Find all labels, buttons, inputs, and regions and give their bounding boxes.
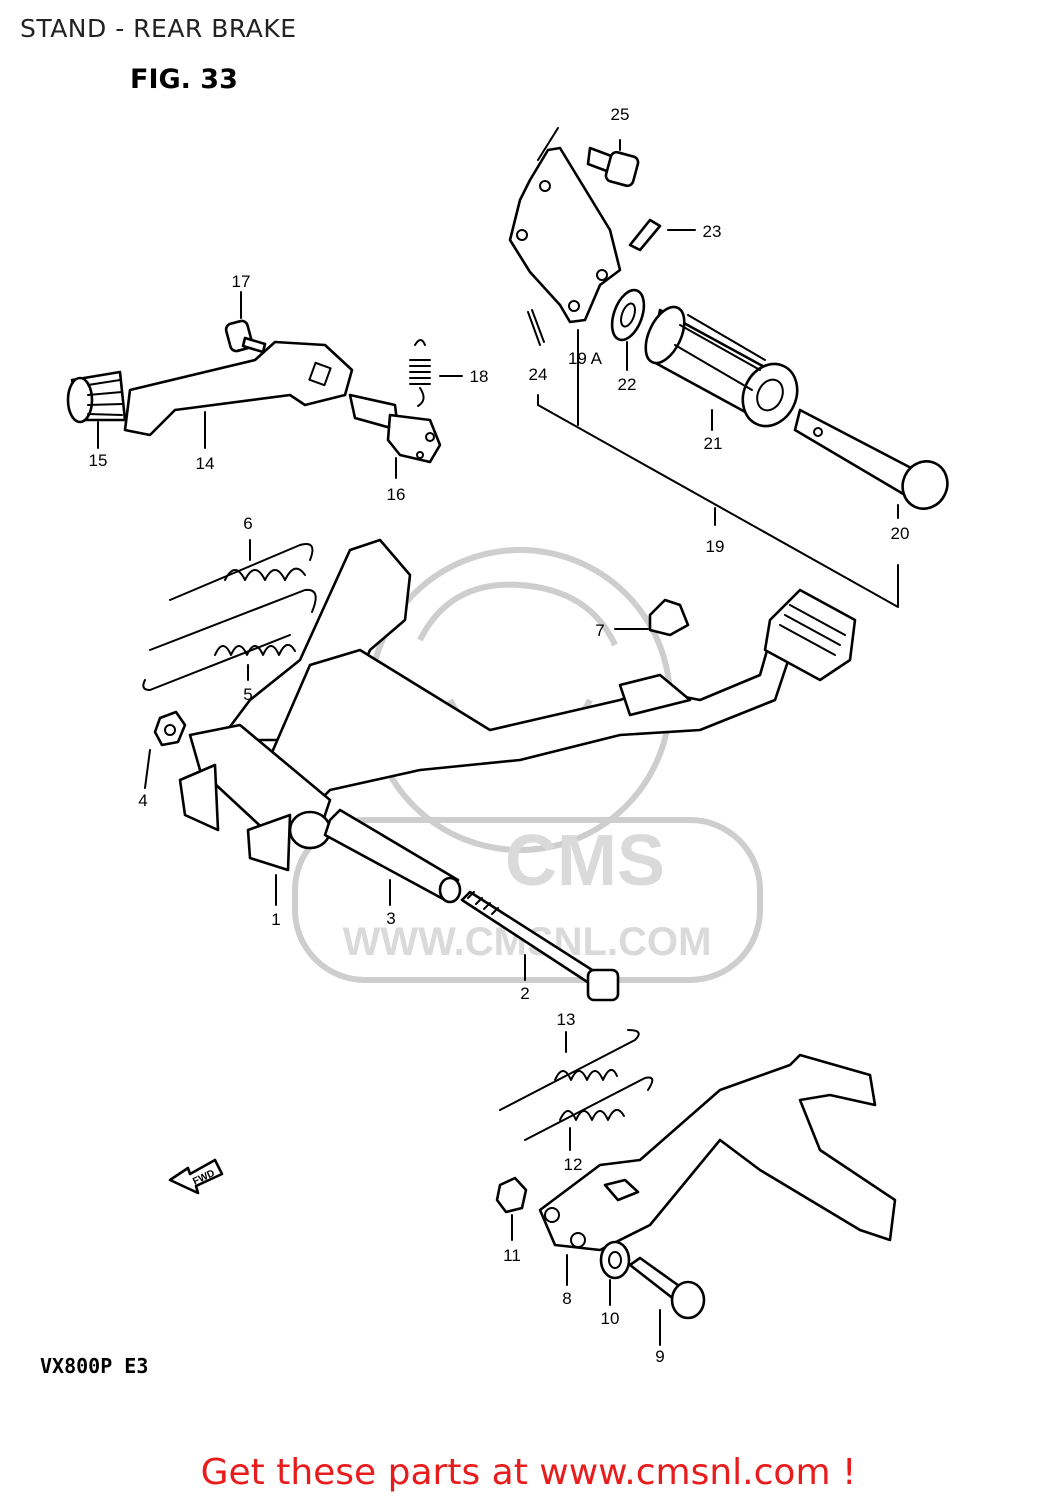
part-label-22: 22	[618, 375, 637, 394]
part-number-labels: 1 2 3 4 5 6 7 8 9 10 11 12 13 14 15 16 1…	[89, 105, 910, 1366]
part-label-20: 20	[891, 524, 910, 543]
part-label-11: 11	[503, 1246, 521, 1265]
part-label-25: 25	[611, 105, 630, 124]
part-label-16: 16	[387, 485, 406, 504]
bolt-25-icon	[586, 139, 640, 188]
part-label-12: 12	[564, 1155, 583, 1174]
watermark-brand: CMS	[505, 821, 665, 901]
model-code: VX800P E3	[40, 1354, 149, 1378]
part-label-21: 21	[704, 434, 723, 453]
part-label-23: 23	[703, 222, 722, 241]
part-label-18: 18	[470, 367, 489, 386]
clevis-16-icon	[348, 393, 442, 479]
main-stand-1-icon	[178, 538, 857, 906]
cotter-pin-24-icon	[527, 309, 545, 346]
washer-22-icon	[610, 288, 646, 371]
part-label-15: 15	[89, 451, 108, 470]
pedal-rubber-15-icon	[66, 370, 127, 449]
part-label-9: 9	[655, 1347, 664, 1366]
pin-20-icon	[793, 408, 949, 519]
part-label-10: 10	[601, 1309, 620, 1328]
part-label-8: 8	[562, 1289, 571, 1308]
assembly-19-bracket	[537, 127, 899, 608]
part-label-14: 14	[196, 454, 215, 473]
nut-4-icon	[144, 710, 187, 789]
spring-6-icon	[169, 539, 314, 601]
part-label-6: 6	[243, 514, 252, 533]
spring-5-icon	[142, 588, 317, 691]
bracket-19a-icon	[508, 146, 622, 324]
bolt-2-icon	[460, 890, 620, 1002]
brake-pedal-14-icon	[123, 340, 354, 449]
part-label-24: 24	[529, 365, 548, 384]
bolt-17-icon	[224, 291, 267, 354]
part-label-7: 7	[595, 621, 604, 640]
part-label-4: 4	[138, 791, 147, 810]
pin-23-icon	[628, 218, 696, 252]
part-label-1: 1	[271, 910, 280, 929]
spring-18-icon	[409, 339, 463, 407]
washer-10-icon	[599, 1240, 631, 1306]
get-parts-link[interactable]: Get these parts at www.cmsnl.com !	[200, 1452, 857, 1493]
figure-number: FIG. 33	[130, 64, 238, 95]
side-stand-8-icon	[538, 1053, 897, 1286]
part-label-19a: 19 A	[568, 349, 603, 368]
spring-12-icon	[524, 1076, 654, 1151]
part-label-2: 2	[520, 984, 529, 1003]
footpeg-rubber-21-icon	[644, 305, 799, 431]
part-label-17: 17	[232, 272, 251, 291]
part-label-19: 19	[706, 537, 725, 556]
part-label-5: 5	[243, 685, 252, 704]
forward-arrow-icon: FWD	[168, 1158, 224, 1195]
part-label-13: 13	[557, 1010, 576, 1029]
pipe-3-icon	[323, 808, 462, 906]
part-label-3: 3	[386, 909, 395, 928]
spring-13-icon	[499, 1029, 640, 1111]
page-title: STAND - REAR BRAKE	[20, 14, 297, 43]
rubber-damper-7-icon	[614, 598, 690, 637]
bolt-9-icon	[628, 1256, 706, 1346]
nut-11-icon	[495, 1176, 528, 1241]
